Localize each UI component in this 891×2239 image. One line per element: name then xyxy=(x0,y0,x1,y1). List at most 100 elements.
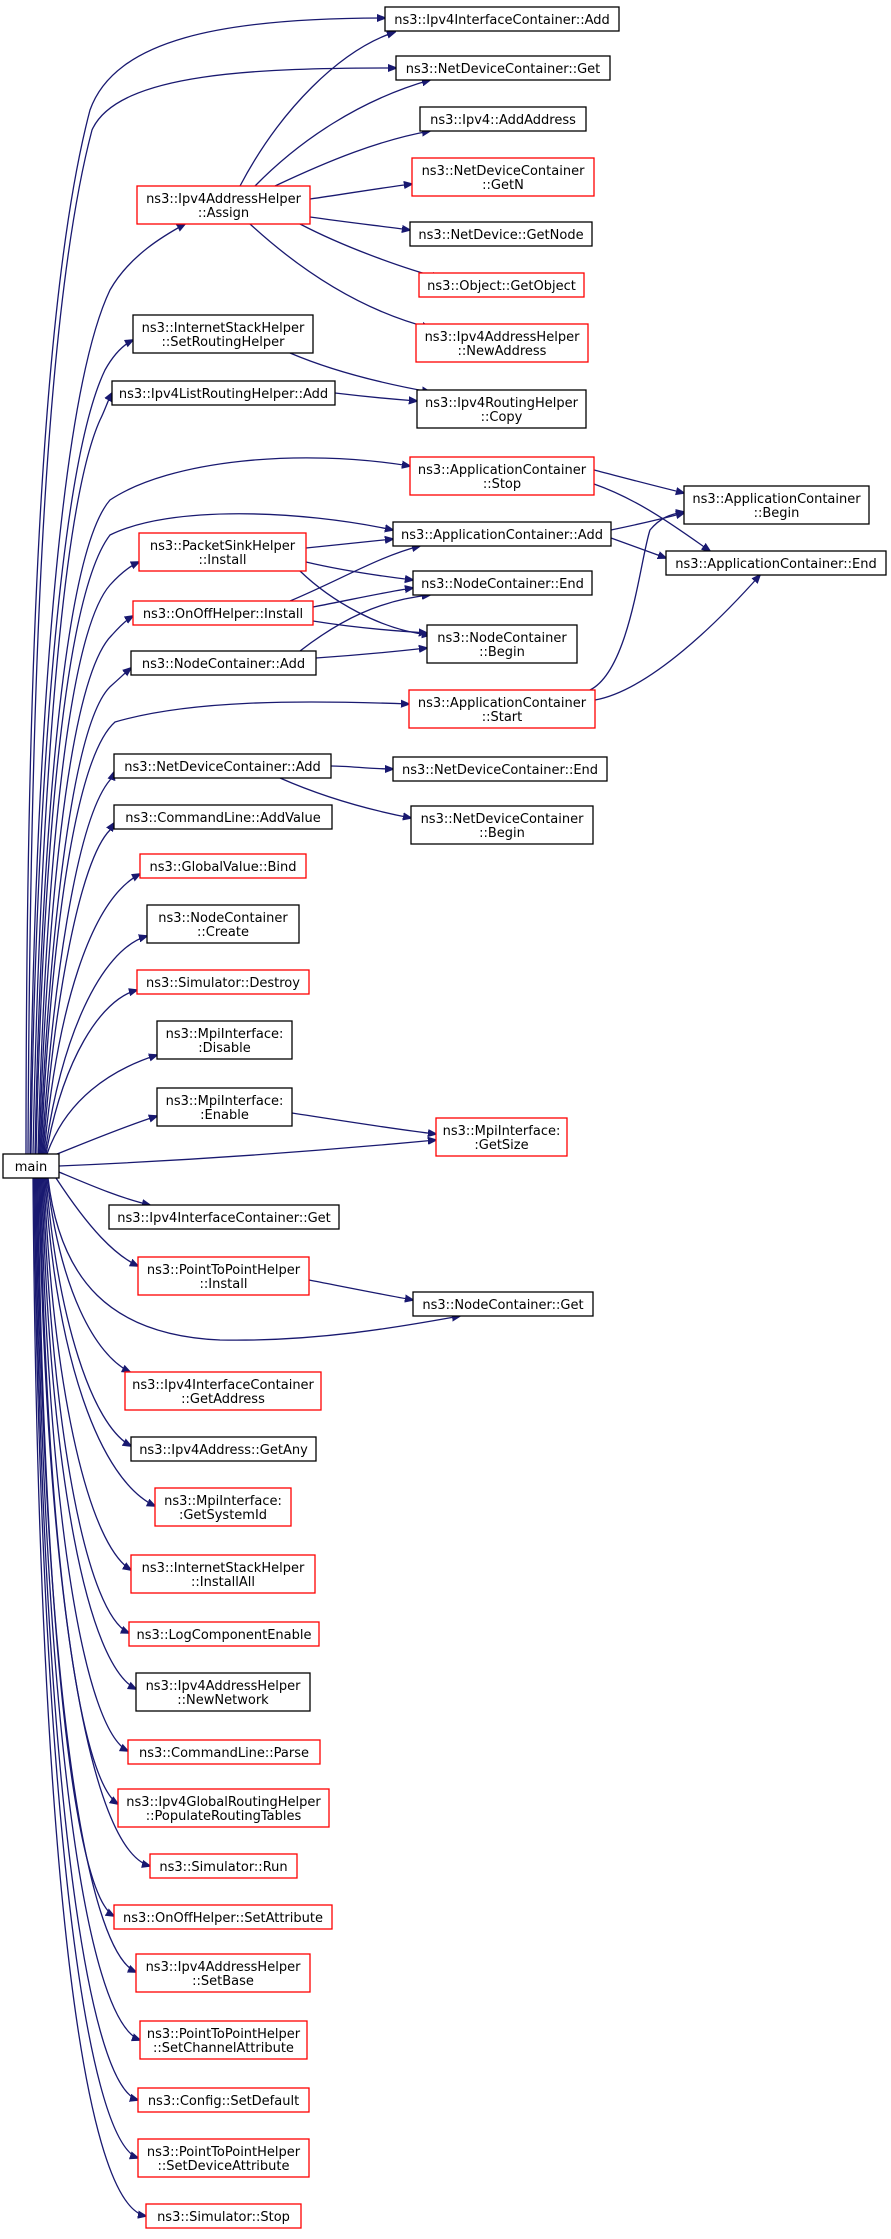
node-box xyxy=(130,650,317,676)
edge-main-to-n15 xyxy=(35,513,393,1155)
node-n25[interactable]: ns3::CommandLine::AddValue xyxy=(113,804,333,830)
node-n41[interactable]: ns3::CommandLine::Parse xyxy=(127,1739,321,1765)
node-label: ns3::NetDeviceContainer::End xyxy=(402,763,598,778)
node-n20[interactable]: ns3::NodeContainer::Add xyxy=(130,650,317,676)
node-n40[interactable]: ns3::Ipv4AddressHelper::NewNetwork xyxy=(135,1672,311,1712)
node-box xyxy=(127,1739,321,1765)
node-n16[interactable]: ns3::ApplicationContainer::End xyxy=(665,550,887,576)
node-box xyxy=(418,272,585,298)
node-n9[interactable]: ns3::InternetStackHelper::SetRoutingHelp… xyxy=(132,314,314,354)
node-label: ns3::ApplicationContainer xyxy=(692,492,861,507)
node-label: ns3::NodeContainer xyxy=(437,631,567,646)
edge-n15-to-n13 xyxy=(610,513,684,531)
node-n1[interactable]: ns3::Ipv4InterfaceContainer::Add xyxy=(384,6,620,32)
node-n47[interactable]: ns3::Config::SetDefault xyxy=(137,2087,310,2113)
node-n8[interactable]: ns3::Ipv4AddressHelper::NewAddress xyxy=(415,323,589,363)
node-n12[interactable]: ns3::ApplicationContainer::Stop xyxy=(409,456,595,496)
node-n4[interactable]: ns3::NetDeviceContainer::GetN xyxy=(411,157,595,197)
node-label: :Enable xyxy=(200,1108,249,1123)
edge-main-to-n5 xyxy=(29,224,185,1155)
call-edges xyxy=(25,18,760,2216)
edge-n10-to-n11 xyxy=(334,392,417,401)
node-n18[interactable]: ns3::OnOffHelper::Install xyxy=(132,600,314,626)
node-n11[interactable]: ns3::Ipv4RoutingHelper::Copy xyxy=(416,389,587,429)
node-n48[interactable]: ns3::PointToPointHelper::SetDeviceAttrib… xyxy=(137,2138,310,2178)
node-label: ns3::Ipv4ListRoutingHelper::Add xyxy=(119,387,328,402)
edge-main-to-n29 xyxy=(46,1055,157,1155)
node-n35[interactable]: ns3::Ipv4InterfaceContainer::GetAddress xyxy=(124,1371,322,1411)
node-n45[interactable]: ns3::Ipv4AddressHelper::SetBase xyxy=(135,1953,311,1993)
node-label: ns3::MpiInterface: xyxy=(443,1124,561,1139)
node-label: ::SetBase xyxy=(192,1974,254,1989)
edge-main-to-n37 xyxy=(44,1177,155,1506)
node-box xyxy=(435,1117,568,1157)
node-n10[interactable]: ns3::Ipv4ListRoutingHelper::Add xyxy=(111,380,336,406)
node-n27[interactable]: ns3::NodeContainer::Create xyxy=(146,904,300,944)
node-n21[interactable]: ns3::ApplicationContainer::Start xyxy=(408,689,596,729)
edge-main-to-n21 xyxy=(40,702,409,1155)
node-n19[interactable]: ns3::NodeContainer::Begin xyxy=(426,624,578,664)
node-main[interactable]: main xyxy=(2,1153,60,1179)
node-box xyxy=(113,1904,333,1930)
node-box xyxy=(128,1621,320,1647)
node-label: ns3::NodeContainer::Get xyxy=(422,1298,583,1313)
node-box xyxy=(145,2203,302,2229)
node-n33[interactable]: ns3::PointToPointHelper::Install xyxy=(137,1256,310,1296)
node-n31[interactable]: ns3::MpiInterface::GetSize xyxy=(435,1117,568,1157)
edge-main-to-n31 xyxy=(58,1140,436,1167)
node-box xyxy=(683,485,870,525)
node-label: ::Start xyxy=(482,710,523,725)
node-n23[interactable]: ns3::NetDeviceContainer::End xyxy=(392,756,608,782)
node-box xyxy=(149,1853,298,1879)
node-label: ns3::Ipv4::AddAddress xyxy=(430,113,576,128)
node-label: ns3::MpiInterface: xyxy=(164,1494,282,1509)
node-box xyxy=(113,804,333,830)
node-n5[interactable]: ns3::Ipv4AddressHelper::Assign xyxy=(136,185,311,225)
edge-n12-to-n13 xyxy=(593,469,684,493)
node-n3[interactable]: ns3::Ipv4::AddAddress xyxy=(419,106,587,132)
node-label: ns3::InternetStackHelper xyxy=(142,1561,305,1576)
node-box xyxy=(410,805,594,845)
node-n24[interactable]: ns3::NetDeviceContainer::Begin xyxy=(410,805,594,845)
node-n42[interactable]: ns3::Ipv4GlobalRoutingHelper::PopulateRo… xyxy=(117,1788,330,1828)
edge-n5-to-n1 xyxy=(239,32,395,187)
node-label: ::Create xyxy=(197,925,249,940)
node-n7[interactable]: ns3::Object::GetObject xyxy=(418,272,585,298)
node-label: ::Copy xyxy=(481,410,523,425)
edge-main-to-n34 xyxy=(47,1177,460,1341)
node-n37[interactable]: ns3::MpiInterface::GetSystemId xyxy=(154,1487,292,1527)
node-box xyxy=(113,753,332,779)
node-n43[interactable]: ns3::Simulator::Run xyxy=(149,1853,298,1879)
node-box xyxy=(384,6,620,32)
node-n46[interactable]: ns3::PointToPointHelper::SetChannelAttri… xyxy=(139,2020,308,2060)
node-box xyxy=(146,904,300,944)
node-n34[interactable]: ns3::NodeContainer::Get xyxy=(412,1291,594,1317)
node-box xyxy=(132,314,314,354)
node-n30[interactable]: ns3::MpiInterface::Enable xyxy=(156,1087,293,1127)
node-label: ::Begin xyxy=(479,826,525,841)
node-n39[interactable]: ns3::LogComponentEnable xyxy=(128,1621,320,1647)
node-n38[interactable]: ns3::InternetStackHelper::InstallAll xyxy=(130,1554,316,1594)
node-n44[interactable]: ns3::OnOffHelper::SetAttribute xyxy=(113,1904,333,1930)
node-n15[interactable]: ns3::ApplicationContainer::Add xyxy=(392,521,612,547)
node-n6[interactable]: ns3::NetDevice::GetNode xyxy=(409,221,593,247)
node-n13[interactable]: ns3::ApplicationContainer::Begin xyxy=(683,485,870,525)
node-n29[interactable]: ns3::MpiInterface::Disable xyxy=(156,1020,293,1060)
node-n2[interactable]: ns3::NetDeviceContainer::Get xyxy=(395,55,611,81)
node-n32[interactable]: ns3::Ipv4InterfaceContainer::Get xyxy=(108,1204,340,1230)
node-n28[interactable]: ns3::Simulator::Destroy xyxy=(136,969,310,995)
node-n36[interactable]: ns3::Ipv4Address::GetAny xyxy=(130,1436,317,1462)
node-label: ns3::Ipv4RoutingHelper xyxy=(425,396,579,411)
node-box xyxy=(117,1788,330,1828)
node-n22[interactable]: ns3::NetDeviceContainer::Add xyxy=(113,753,332,779)
node-n26[interactable]: ns3::GlobalValue::Bind xyxy=(139,853,307,879)
node-n14[interactable]: ns3::PacketSinkHelper::Install xyxy=(138,532,307,572)
edge-n20-to-n17 xyxy=(299,595,430,652)
node-n17[interactable]: ns3::NodeContainer::End xyxy=(412,570,593,596)
node-label: ns3::Ipv4GlobalRoutingHelper xyxy=(126,1795,321,1810)
node-n49[interactable]: ns3::Simulator::Stop xyxy=(145,2203,302,2229)
node-label: ::GetAddress xyxy=(181,1392,265,1407)
node-label: ns3::Simulator::Run xyxy=(159,1860,287,1875)
node-label: ::NewNetwork xyxy=(177,1693,269,1708)
edge-main-to-n22 xyxy=(41,772,114,1155)
